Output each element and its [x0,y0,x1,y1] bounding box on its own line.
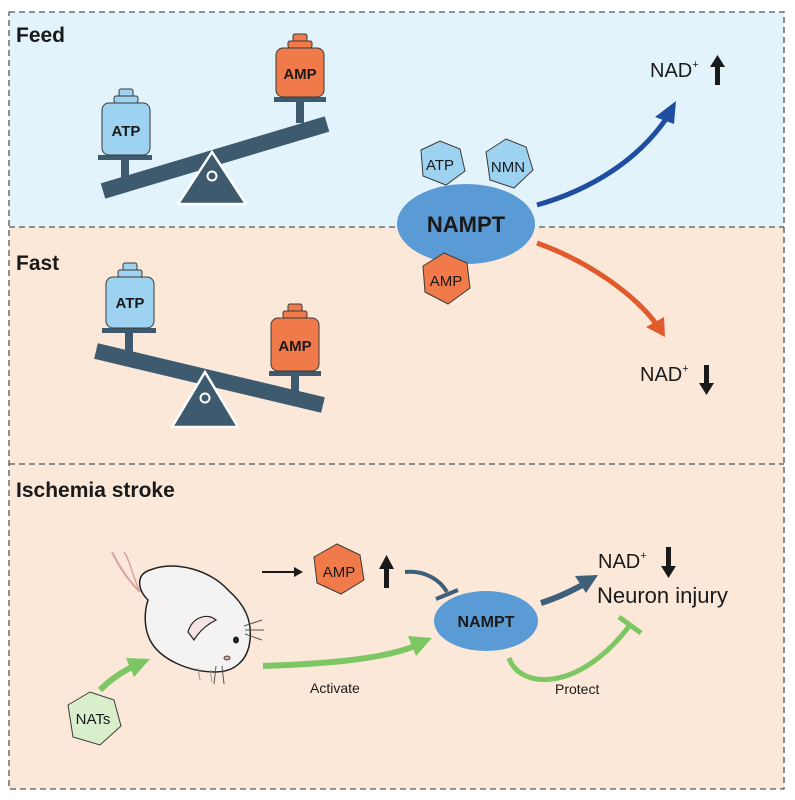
feed-seesaw [98,97,330,206]
fast-panel [9,227,784,464]
stroke-nampt-label: NAMPT [458,614,515,631]
stroke-hex-amp [313,543,365,595]
fast-nad-output: NAD+ [640,363,714,395]
arrow-to-nad-down [536,240,660,327]
arrow-to-nad-up [536,111,673,208]
arrow-head-injury [575,575,598,593]
stroke-panel [9,464,784,789]
stroke-title: Ischemia stroke [16,479,175,502]
arrow-head-nad-up [655,101,676,124]
down-arrow-icon [699,365,714,395]
feed-nad-label: NAD [650,60,692,82]
fast-seesaw [94,328,325,429]
hex-amp-label: AMP [430,273,463,290]
feed-amp-label: AMP [283,66,316,83]
up-arrow-icon [710,55,725,85]
nampt-label: NAMPT [427,212,506,237]
stroke-nad-label: NAD [598,551,640,573]
stroke-nad-sup: + [640,550,646,562]
feed-nad-sup: + [692,59,698,71]
protect-line [506,623,633,683]
outer-border [8,11,785,790]
nats-arrow-head [126,658,150,677]
nats-label: NATs [76,711,111,728]
protect-label: Protect [555,681,599,697]
fast-atp-weight: ATP [105,262,155,329]
fast-amp-weight: AMP [270,303,320,372]
svg-text:NAD+: NAD+ [640,363,689,386]
stroke-amp-up-icon [379,555,394,588]
stroke-nad-text: NAD+ [598,550,647,573]
fast-title: Fast [16,252,59,275]
activate-label: Activate [310,680,360,696]
feed-atp-label: ATP [112,123,141,140]
feed-atp-weight: ATP [101,88,151,156]
hex-amp [422,252,471,305]
activate-arrow-head [408,636,432,656]
stroke-nampt-enzyme [434,591,538,651]
neuron-injury-label: Neuron injury [597,583,728,608]
inhibit-amp-nampt [404,569,449,594]
fast-nad-sup: + [682,363,688,375]
feed-title: Feed [16,24,65,47]
fast-amp-label: AMP [278,338,311,355]
arrow-to-amp [262,567,303,577]
hex-nmn [485,138,534,189]
stroke-nad-down-icon [661,547,676,578]
mouse-illustration [111,551,264,685]
svg-text:NAD+: NAD+ [650,59,699,82]
hex-atp [420,140,466,186]
nats-arrow [97,664,134,693]
hex-atp-label: ATP [426,157,454,174]
stroke-amp-label: AMP [323,564,356,581]
activate-arrow [262,643,417,669]
fast-atp-label: ATP [116,295,145,312]
fast-nad-label: NAD [640,364,682,386]
feed-nad-output: NAD+ [650,55,725,85]
hex-nmn-label: NMN [491,159,525,176]
nampt-enzyme [397,184,535,264]
arrow-head-nad-down [646,317,665,337]
feed-amp-weight: AMP [275,33,325,98]
nats-hex [67,691,122,746]
